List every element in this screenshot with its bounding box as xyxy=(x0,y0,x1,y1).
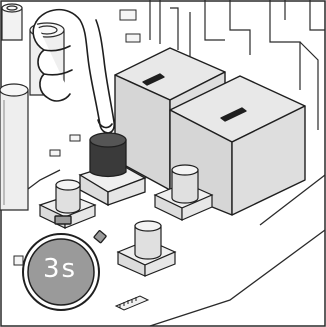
small-capacitor xyxy=(2,4,22,40)
capacitor-left xyxy=(0,84,28,210)
timer-duration-label: 3s xyxy=(27,256,93,282)
